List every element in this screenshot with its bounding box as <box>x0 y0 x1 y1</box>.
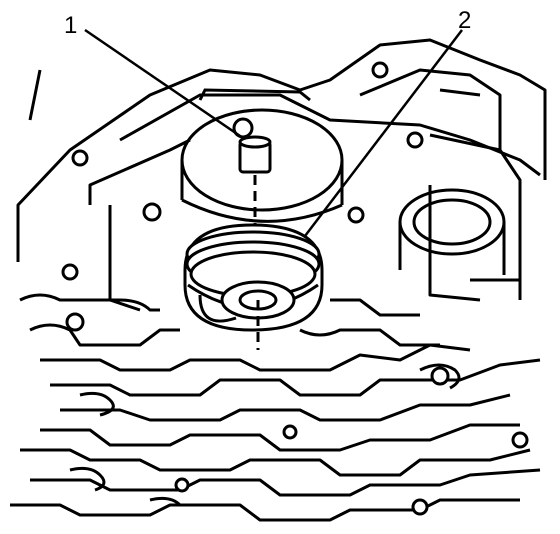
right-bore <box>398 188 506 275</box>
callout-1: 1 <box>64 12 77 39</box>
accumulator-piston <box>183 223 324 332</box>
callout-2: 2 <box>458 7 471 34</box>
accumulator-pin <box>238 135 272 174</box>
bolt-holes <box>61 61 529 516</box>
leader-line-2 <box>304 29 463 237</box>
leader-line-1 <box>84 28 244 140</box>
leader-lines <box>84 28 463 237</box>
